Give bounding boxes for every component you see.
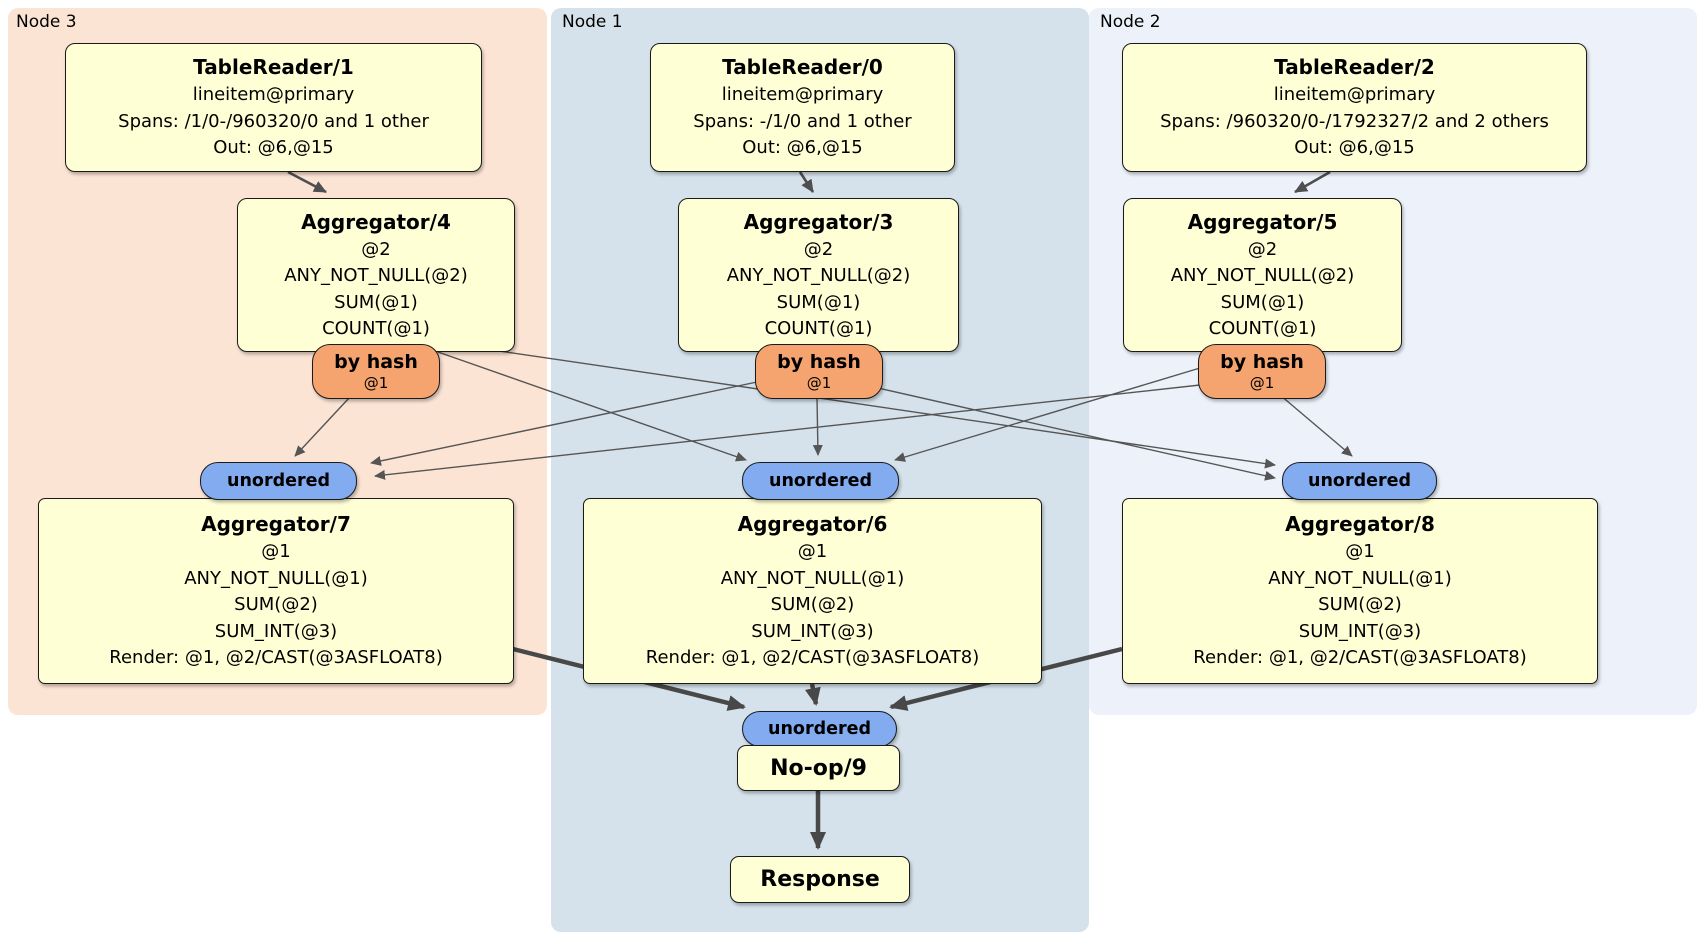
final-unordered-sync: unordered (742, 711, 897, 747)
router-columns: @1 (806, 373, 832, 392)
router-title: by hash (334, 350, 418, 373)
processor-detail: @2 (803, 238, 834, 260)
processor-detail: SUM(@1) (334, 291, 418, 313)
unordered-sync: unordered (742, 462, 899, 500)
processor-detail: ANY_NOT_NULL(@2) (284, 265, 468, 286)
processor-title: Aggregator/7 (201, 512, 351, 537)
processor-title: TableReader/2 (1274, 55, 1435, 80)
processor-detail: Spans: -/1/0 and 1 other (693, 110, 912, 132)
processor-detail: COUNT(@1) (1208, 318, 1317, 339)
processor-detail: Render: @1, @2/CAST(@3ASFLOAT8) (1193, 647, 1527, 669)
processor-detail: lineitem@primary (721, 84, 884, 106)
processor-detail: Out: @6,@15 (213, 137, 334, 159)
aggregator-box: Aggregator/8 @1 ANY_NOT_NULL(@1) SUM(@2)… (1122, 498, 1598, 684)
processor-detail: Out: @6,@15 (1294, 137, 1415, 159)
processor-detail: ANY_NOT_NULL(@2) (726, 265, 911, 286)
router-columns: @1 (363, 373, 389, 392)
processor-detail: SUM_INT(@3) (751, 620, 874, 642)
processor-detail: COUNT(@1) (764, 318, 873, 339)
hash-router: by hash @1 (755, 344, 883, 399)
aggregator-box: Aggregator/4 @2 ANY_NOT_NULL(@2) SUM(@1)… (237, 198, 515, 352)
processor-title: Aggregator/4 (301, 209, 451, 234)
processor-detail: COUNT(@1) (322, 318, 430, 339)
unordered-sync: unordered (1282, 462, 1437, 500)
processor-detail: Spans: /1/0-/960320/0 and 1 other (118, 110, 429, 132)
node2-label: Node 2 (1100, 12, 1161, 32)
aggregator-box: Aggregator/5 @2 ANY_NOT_NULL(@2) SUM(@1)… (1123, 198, 1402, 352)
router-title: by hash (1220, 350, 1304, 373)
processor-detail: SUM(@1) (776, 291, 861, 313)
table-reader-box: TableReader/2 lineitem@primary Spans: /9… (1122, 43, 1587, 172)
processor-detail: SUM_INT(@3) (1298, 620, 1422, 642)
node3-label: Node 3 (16, 12, 77, 32)
unordered-sync: unordered (200, 462, 357, 500)
node1-label: Node 1 (562, 12, 623, 32)
processor-detail: @2 (361, 238, 391, 260)
processor-detail: lineitem@primary (1273, 84, 1436, 106)
response-box: Response (730, 856, 910, 903)
processor-detail: Render: @1, @2/CAST(@3ASFLOAT8) (109, 647, 443, 669)
processor-detail: lineitem@primary (192, 84, 355, 106)
processor-detail: ANY_NOT_NULL(@1) (1268, 567, 1452, 589)
processor-detail: @1 (1345, 541, 1375, 563)
processor-title: TableReader/1 (193, 55, 354, 80)
processor-detail: @2 (1247, 238, 1278, 260)
processor-detail: ANY_NOT_NULL(@1) (184, 567, 368, 589)
processor-detail: SUM(@2) (234, 594, 318, 616)
aggregator-box: Aggregator/7 @1 ANY_NOT_NULL(@1) SUM(@2)… (38, 498, 514, 684)
router-title: by hash (777, 350, 861, 373)
hash-router: by hash @1 (312, 344, 440, 399)
processor-detail: SUM(@1) (1220, 291, 1305, 313)
processor-title: Aggregator/5 (1187, 209, 1338, 234)
processor-detail: Render: @1, @2/CAST(@3ASFLOAT8) (645, 647, 980, 669)
processor-detail: @1 (261, 541, 291, 563)
noop-box: No-op/9 (737, 745, 900, 791)
aggregator-box: Aggregator/3 @2 ANY_NOT_NULL(@2) SUM(@1)… (678, 198, 959, 352)
processor-detail: ANY_NOT_NULL(@1) (720, 567, 905, 589)
table-reader-box: TableReader/0 lineitem@primary Spans: -/… (650, 43, 955, 172)
processor-title: Aggregator/6 (737, 512, 888, 537)
processor-title: Aggregator/8 (1285, 512, 1435, 537)
processor-detail: SUM(@2) (770, 594, 855, 616)
aggregator-box: Aggregator/6 @1 ANY_NOT_NULL(@1) SUM(@2)… (583, 498, 1042, 684)
processor-detail: Out: @6,@15 (742, 137, 863, 159)
processor-detail: SUM(@2) (1318, 594, 1402, 616)
processor-detail: @1 (797, 541, 828, 563)
hash-router: by hash @1 (1198, 344, 1326, 399)
processor-title: TableReader/0 (722, 55, 883, 80)
processor-detail: Spans: /960320/0-/1792327/2 and 2 others (1160, 110, 1549, 132)
processor-detail: ANY_NOT_NULL(@2) (1170, 265, 1355, 286)
processor-title: Aggregator/3 (743, 209, 894, 234)
router-columns: @1 (1249, 373, 1275, 392)
table-reader-box: TableReader/1 lineitem@primary Spans: /1… (65, 43, 482, 172)
processor-detail: SUM_INT(@3) (214, 620, 338, 642)
